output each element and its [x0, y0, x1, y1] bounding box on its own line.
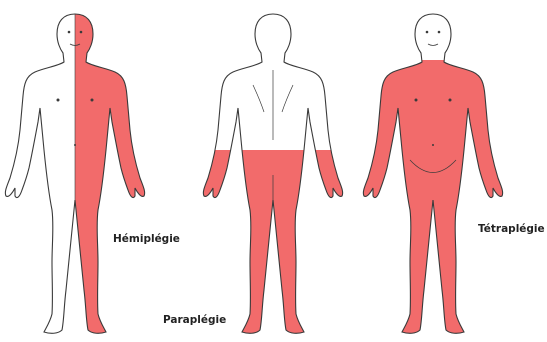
label-paraplegia: Paraplégie [163, 314, 226, 326]
figure-paraplegia [198, 0, 348, 342]
label-hemiplegia: Hémiplégie [113, 233, 180, 245]
figure-hemiplegia [0, 0, 150, 342]
figure-tetraplegia [358, 0, 508, 342]
label-tetraplegia: Tétraplégie [478, 223, 545, 235]
